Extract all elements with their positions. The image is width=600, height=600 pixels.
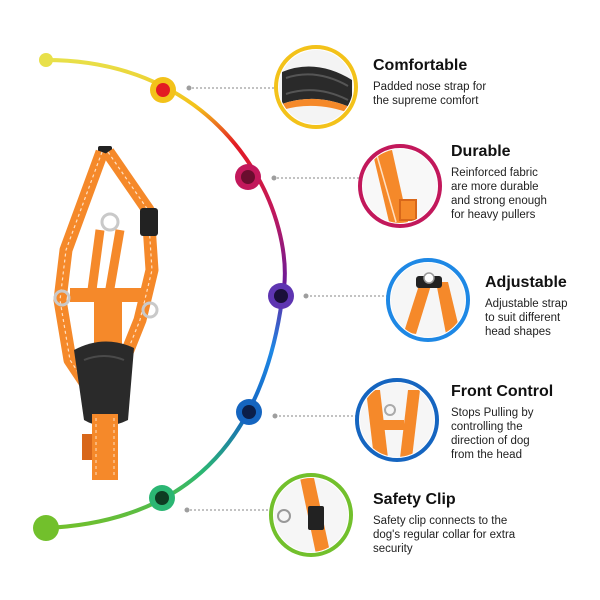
feature-description-durable: Reinforced fabric are more durable and s… [451,167,547,221]
feature-description-safety-clip: Safety clip connects to the dog's regula… [373,515,516,555]
thumbnail-durable [358,144,442,228]
feature-description-adjustable: Adjustable strap to suit different head … [485,298,568,338]
thumbnail-front-control [355,378,439,462]
feature-title-comfortable: Comfortable [373,57,468,74]
thumbnail-comfortable [274,45,358,129]
feature-description-comfortable: Padded nose strap for the supreme comfor… [373,81,487,107]
feature-title-durable: Durable [451,143,511,160]
feature-description-front-control: Stops Pulling by controlling the directi… [451,407,534,461]
arc-end-dot [33,515,59,541]
thumbnail-safety-clip [269,473,353,557]
arc-node-comfortable [150,77,176,103]
feature-title-safety-clip: Safety Clip [373,491,456,508]
arc-node-front-control [236,399,262,425]
thumbnail-adjustable [386,258,470,342]
arc-node-adjustable [268,283,294,309]
arc-node-durable [235,164,261,190]
feature-title-adjustable: Adjustable [485,274,567,291]
arc-start-dot [39,53,53,67]
harness-illustration [53,146,159,480]
feature-title-front-control: Front Control [451,383,554,400]
arc-node-safety-clip [149,485,175,511]
